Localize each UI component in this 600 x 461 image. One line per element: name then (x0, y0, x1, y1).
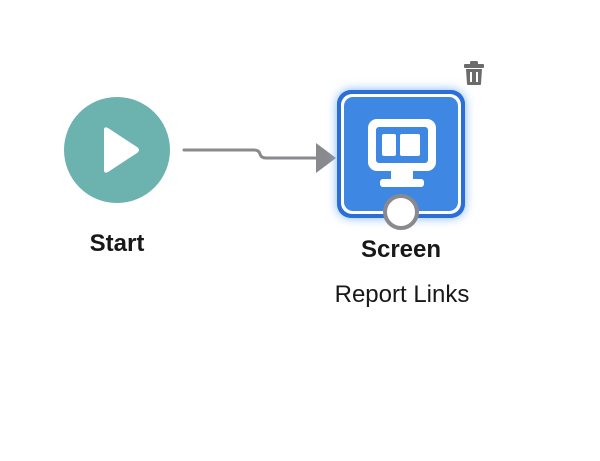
screen-node[interactable] (336, 89, 466, 230)
screen-node-type-label: Screen (360, 236, 442, 263)
screen-icon (368, 119, 436, 187)
delete-button[interactable] (462, 60, 486, 86)
connector-arrowhead-icon (316, 143, 336, 173)
start-node-label: Start (89, 230, 145, 257)
start-node[interactable] (64, 97, 170, 203)
connector-handle (383, 194, 419, 230)
screen-node-name: Report Links (334, 281, 470, 308)
trash-icon (464, 61, 484, 85)
play-icon (104, 127, 139, 173)
